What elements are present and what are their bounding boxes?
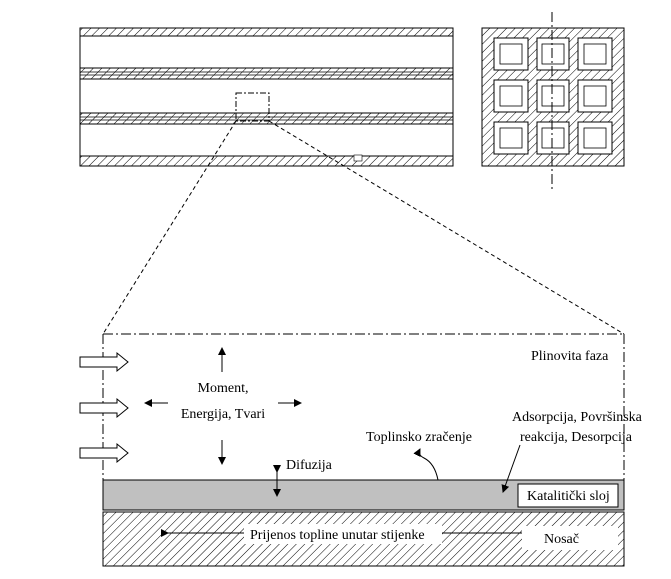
flow-arrow-icon [79,442,129,464]
adsorption-label-line2: reakcija, Desorpcija [520,430,633,445]
adsorption-label-line1: Adsorpcija, Površinska [512,410,643,425]
wall-top [79,27,454,37]
wall-2 [79,112,454,125]
catalytic-layer-label: Katalitički sloj [527,489,610,504]
zoom-line-right [268,120,625,335]
flow-arrow-icon [79,397,129,419]
zoom-region-box [235,92,270,122]
flow-arrow-icon [79,351,129,373]
wall-bottom [79,155,454,167]
flow-arrows [79,351,129,464]
transport-label-line2: Energija, Tvari [181,407,265,422]
channel-cross-section [481,12,625,190]
transport-label-line1: Moment, [198,381,249,396]
transport-arrows [144,347,302,465]
gas-phase-label: Plinovita faza [531,349,609,364]
diffusion-label: Difuzija [286,458,333,473]
wall-heat-transfer-label: Prijenos topline unutar stijenke [250,528,425,543]
channel-cells [493,37,613,155]
adsorption-pointer-icon [501,444,521,493]
wall-1 [79,67,454,80]
channel-longitudinal-section [79,27,454,167]
support-label: Nosač [544,532,579,547]
radiation-label: Toplinsko zračenje [366,430,472,445]
radiation-arrow-icon [413,448,439,481]
